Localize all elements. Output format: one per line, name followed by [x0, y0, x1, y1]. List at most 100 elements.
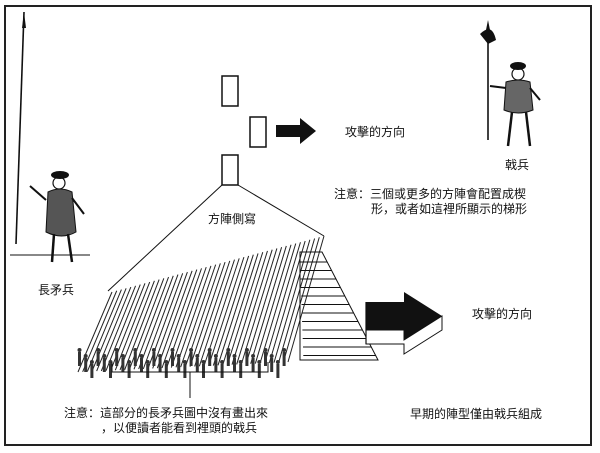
pike-line — [180, 264, 217, 368]
pike-line — [100, 285, 137, 372]
note-bottom-line-1: 注意：這部分的長矛兵圖中沒有畫出來 — [64, 406, 269, 420]
note-bottom-line-2: ，以便讀者能看到裡頭的戟兵 — [101, 421, 258, 435]
pike-line — [278, 238, 316, 363]
arrow-attack-direction-bottom — [365, 292, 443, 355]
halberdier-figure — [480, 20, 541, 147]
early-formation-label: 早期的陣型僅由戟兵組成 — [410, 407, 543, 421]
pike-line — [96, 286, 132, 372]
pike-line — [273, 239, 311, 363]
soldier-head — [226, 348, 231, 352]
pike-line — [119, 280, 155, 371]
pike-line — [217, 254, 254, 366]
pike-line — [245, 247, 283, 365]
soldier-head — [232, 354, 237, 358]
soldier-figure — [264, 352, 267, 366]
soldier-figure — [84, 358, 88, 372]
soldier-head — [282, 348, 287, 352]
pike-line — [222, 253, 259, 366]
pike-line — [212, 255, 250, 366]
pike-line — [138, 275, 174, 370]
soldier-figure — [270, 358, 274, 372]
soldier-head — [201, 360, 206, 364]
soldier-head — [164, 360, 169, 364]
soldier-figure — [195, 358, 199, 372]
pike-line — [194, 260, 231, 367]
soldier-figure — [171, 352, 174, 366]
pike-line — [287, 235, 325, 363]
soldier-head — [170, 348, 175, 352]
soldier-figure — [109, 364, 112, 378]
pikeman-figure — [10, 11, 90, 263]
pike-line — [231, 250, 268, 365]
pike-line — [105, 284, 141, 371]
formation-block-3 — [221, 154, 239, 186]
soldier-head — [114, 348, 119, 352]
soldier-figure — [233, 358, 236, 372]
soldier-head — [207, 348, 212, 352]
soldier-head — [89, 360, 94, 364]
soldier-figure — [214, 358, 218, 372]
soldier-head — [176, 354, 181, 358]
pike-line — [189, 261, 226, 367]
soldier-figure — [220, 364, 224, 378]
soldier-head — [77, 348, 82, 352]
arrow-attack-direction-top — [276, 118, 316, 144]
soldier-head — [195, 354, 200, 358]
soldier-figure — [158, 358, 162, 372]
soldier-figure — [183, 364, 187, 378]
soldier-head — [275, 360, 280, 364]
soldier-head — [96, 348, 101, 352]
halberdier-label: 戟兵 — [505, 158, 530, 172]
soldier-figure — [90, 364, 94, 378]
pike-line — [250, 245, 287, 364]
soldier-head — [145, 360, 150, 364]
soldier-figure — [282, 352, 286, 366]
soldier-head — [83, 354, 88, 358]
pike-line — [282, 237, 320, 363]
pike-line — [254, 244, 292, 364]
soldier-figure — [202, 364, 205, 378]
soldier-row — [77, 348, 287, 378]
soldier-head — [139, 354, 144, 358]
soldier-head — [263, 348, 268, 352]
pike-formation-side-view — [77, 235, 325, 373]
formation-block-1 — [221, 75, 239, 107]
soldier-figure — [251, 358, 255, 372]
pike-line — [226, 252, 264, 366]
soldier-figure — [121, 358, 125, 372]
note-top: 注意：三個或更多的方陣會配置成楔 形，或者如這裡所顯示的梯形 — [334, 187, 527, 217]
soldier-figure — [164, 364, 168, 378]
soldier-figure — [140, 358, 143, 372]
pike-line — [175, 265, 212, 368]
pike-line — [208, 257, 245, 366]
diagram-frame — [4, 5, 592, 446]
soldier-head — [244, 348, 249, 352]
pike-line — [240, 248, 278, 365]
soldier-head — [127, 360, 132, 364]
soldier-figure — [226, 352, 230, 366]
soldier-figure — [152, 352, 156, 366]
pike-line — [156, 270, 193, 369]
halberd-block-steps — [300, 261, 376, 356]
pike-line — [82, 290, 118, 372]
note-top-line-2: 形，或者如這裡所顯示的梯形 — [371, 202, 528, 216]
attack-direction-label-top: 攻擊的方向 — [345, 125, 406, 139]
pike-line — [236, 249, 273, 365]
pike-line — [142, 274, 179, 370]
soldier-head — [257, 360, 262, 364]
pike-line — [259, 243, 297, 364]
pike-line — [114, 281, 151, 371]
pike-line — [264, 242, 301, 364]
formation-block-2 — [249, 116, 267, 148]
soldier-figure — [189, 352, 193, 366]
soldier-head — [213, 354, 218, 358]
pikeman-label: 長矛兵 — [38, 283, 75, 297]
pike-line — [86, 289, 122, 372]
soldier-head — [158, 354, 163, 358]
pike-line — [268, 240, 306, 364]
soldier-figure — [208, 352, 212, 366]
halberd-block-outline — [299, 251, 379, 361]
pike-line — [124, 279, 160, 370]
soldier-head — [189, 348, 194, 352]
pike-line — [161, 269, 198, 369]
